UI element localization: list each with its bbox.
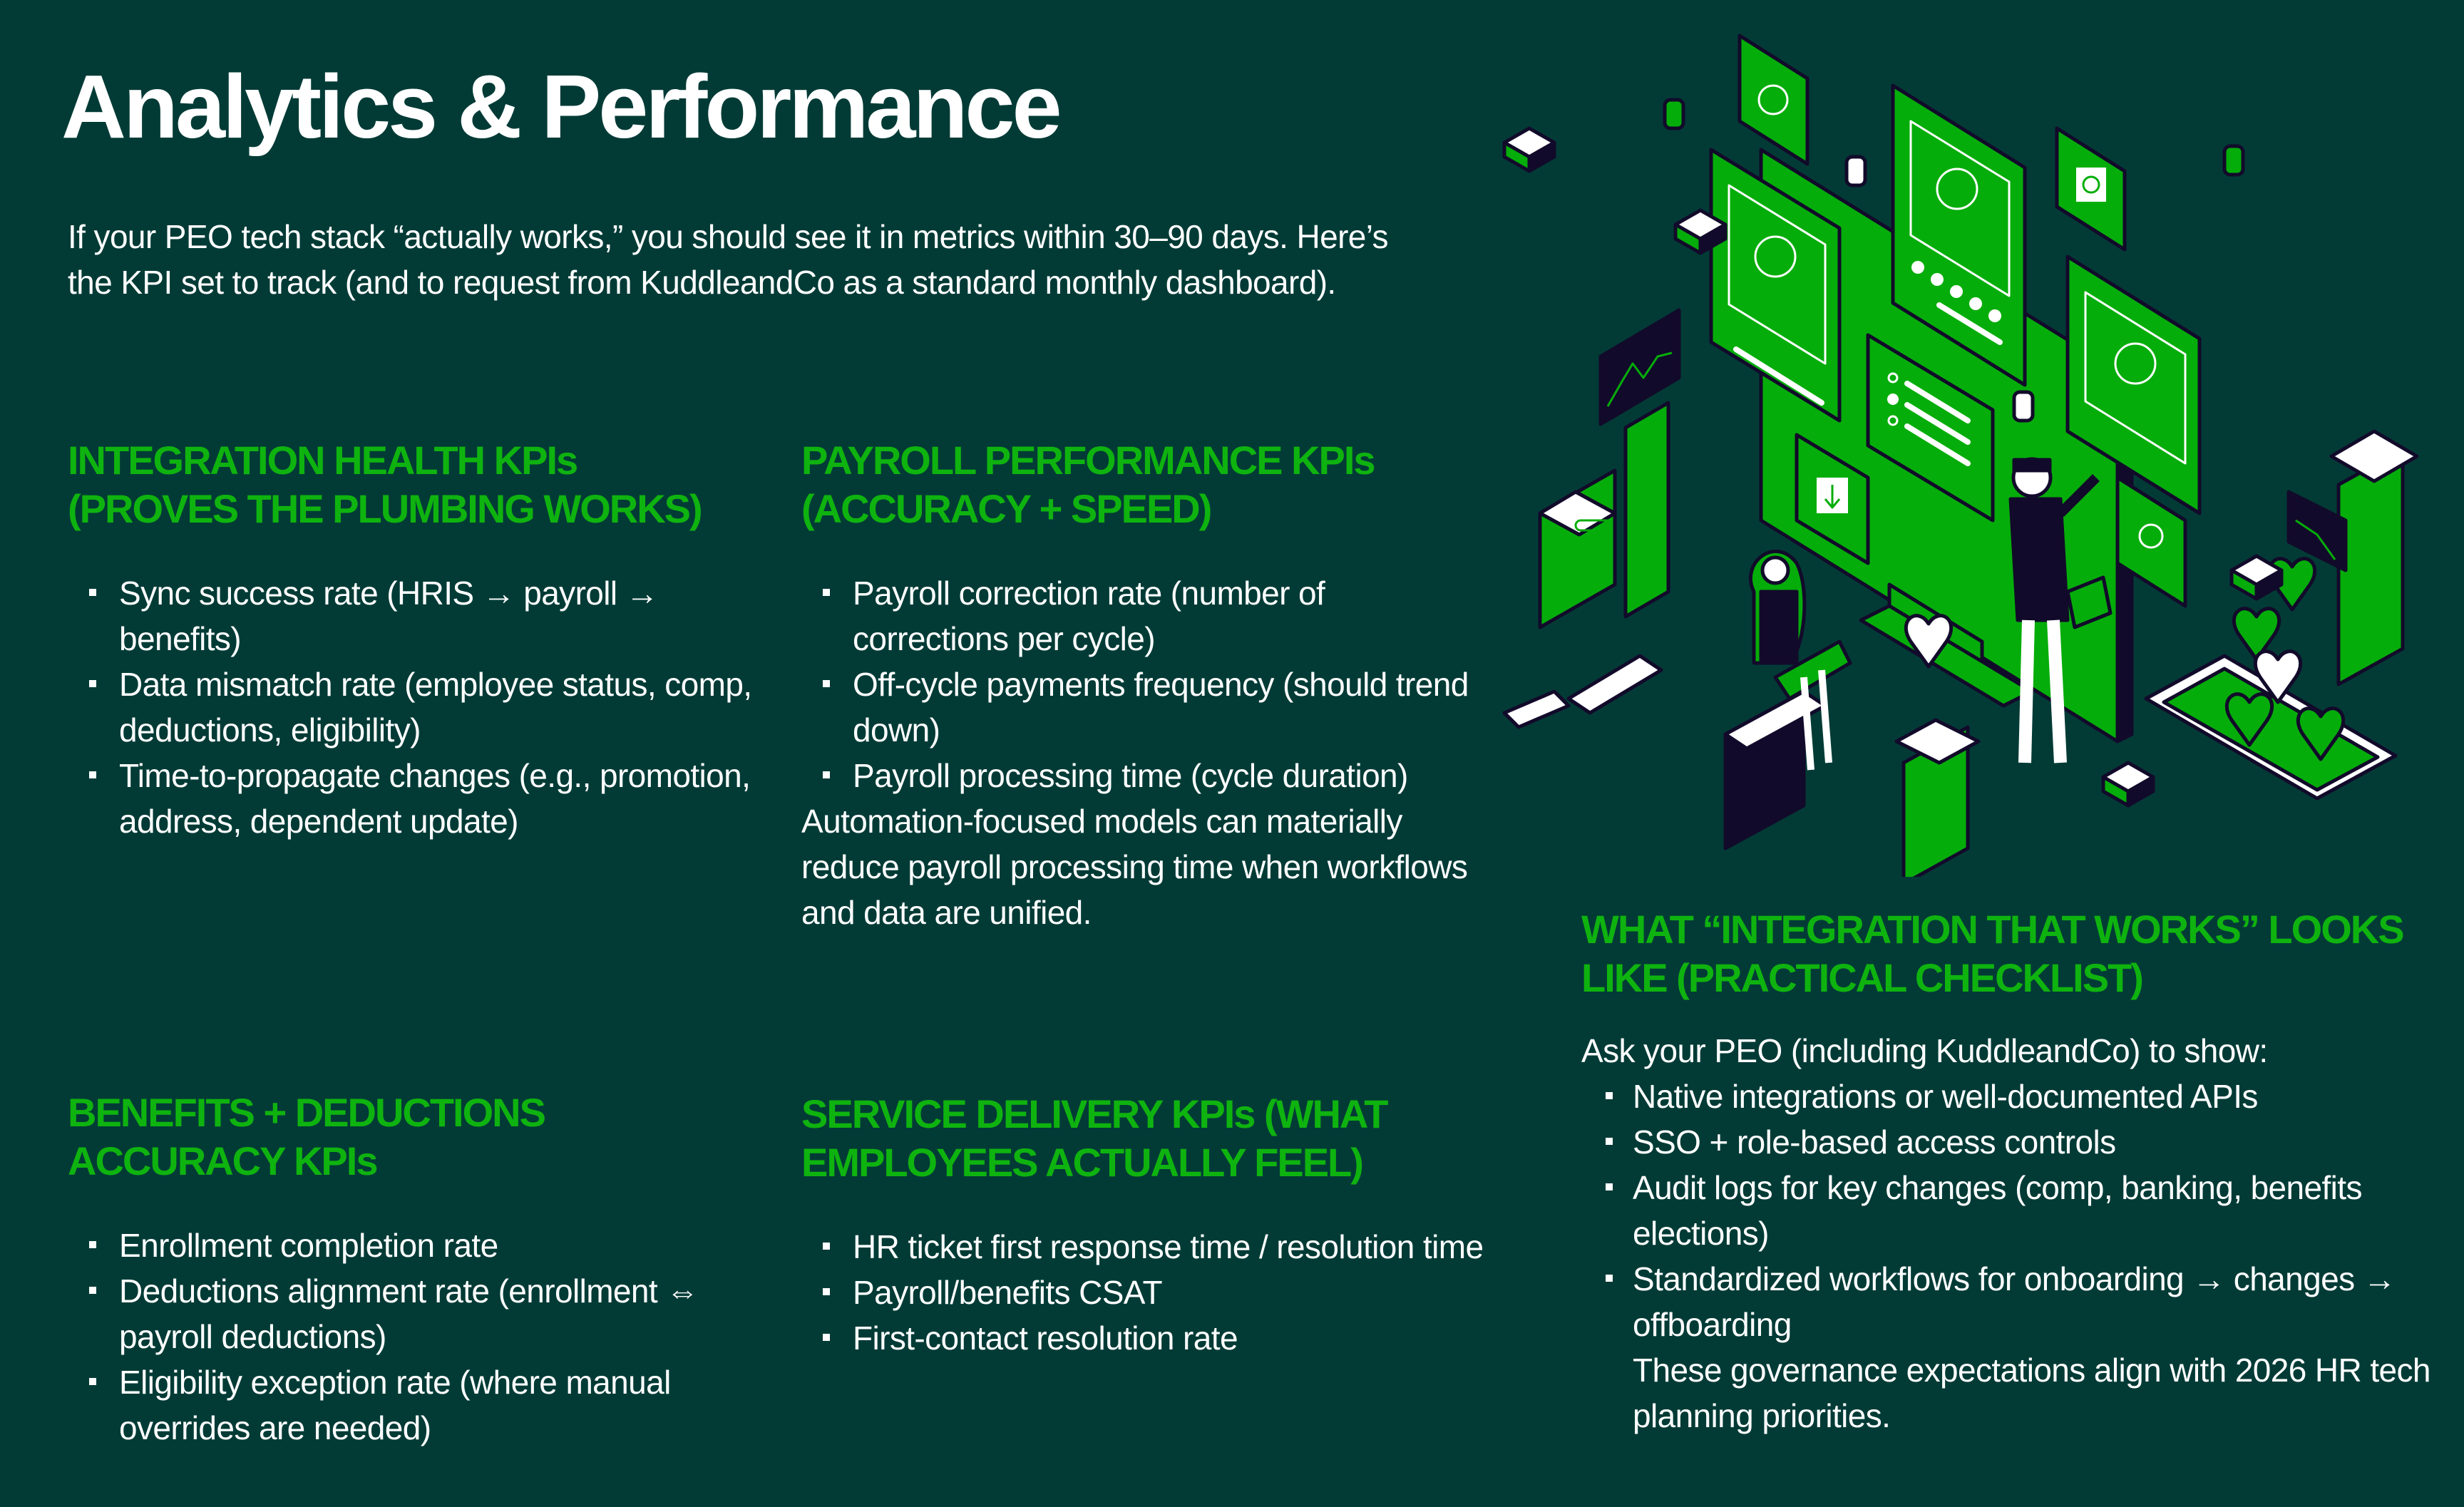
profile-card-right [2065, 254, 2202, 515]
kpi-list: HR ticket first response time / resoluti… [801, 1224, 1486, 1361]
checklist-lead: Ask your PEO (including KuddleandCo) to … [1581, 1032, 2268, 1069]
kpi-list: Enrollment completion rate Deductions al… [68, 1223, 752, 1451]
page-title: Analytics & Performance [61, 56, 1062, 157]
bullet-icon [89, 680, 96, 687]
woman-with-laptop [1723, 549, 1852, 850]
list-item: Payroll correction rate (number of corre… [801, 570, 1486, 662]
list-item: HR ticket first response time / resoluti… [801, 1224, 1486, 1270]
bullet-icon [823, 771, 830, 778]
kpi-list: Sync success rate (HRIS → payroll → bene… [68, 570, 752, 844]
list-item: Off-cycle payments frequency (should tre… [801, 662, 1486, 753]
list-item-text: Payroll processing time (cycle duration) [853, 757, 1408, 794]
list-item-text: Time-to-propagate changes (e.g., promoti… [119, 757, 751, 840]
section-heading: BENEFITS + DEDUCTIONS ACCURACY KPIs [68, 1090, 546, 1183]
floating-cubes [1502, 98, 2284, 808]
section-payroll-performance: PAYROLL PERFORMANCE KPIs (ACCURACY + SPE… [801, 436, 1486, 935]
list-item-text: Enrollment completion rate [119, 1227, 498, 1264]
bullet-icon [1606, 1092, 1613, 1099]
list-item: Time-to-propagate changes (e.g., promoti… [68, 753, 752, 844]
list-item-text: Deductions alignment rate (enrollment ⇔ … [119, 1272, 699, 1355]
list-item-text: Standardized workflows for onboarding → … [1633, 1260, 2396, 1343]
list-item-text: Off-cycle payments frequency (should tre… [853, 666, 1469, 749]
bullet-icon [823, 680, 830, 687]
list-item-text: Audit logs for key changes (comp, bankin… [1633, 1169, 2362, 1252]
list-item: Payroll/benefits CSAT [801, 1270, 1486, 1315]
checklist-tail: These governance expectations align with… [1633, 1352, 2431, 1434]
list-item-text: SSO + role-based access controls [1633, 1123, 2116, 1161]
list-item-text: Payroll/benefits CSAT [853, 1274, 1163, 1311]
kpi-list: Payroll correction rate (number of corre… [801, 570, 1486, 798]
bullet-icon [823, 1243, 830, 1250]
chat-card [2115, 475, 2187, 608]
bullet-icon [823, 1288, 830, 1295]
bullet-icon [89, 1378, 96, 1385]
list-item-text: First-contact resolution rate [853, 1320, 1238, 1357]
list-item: Standardized workflows for onboarding → … [1581, 1256, 2437, 1347]
list-item: Audit logs for key changes (comp, bankin… [1581, 1165, 2437, 1256]
list-item: Data mismatch rate (employee status, com… [68, 662, 752, 753]
server-rack-left [1538, 468, 1617, 629]
checklist-list: Native integrations or well-documented A… [1581, 1074, 2437, 1347]
section-heading: PAYROLL PERFORMANCE KPIs (ACCURACY + SPE… [801, 438, 1376, 531]
section-integration-checklist: WHAT “INTEGRATION THAT WORKS” LOOKS LIKE… [1581, 905, 2437, 1439]
section-heading: WHAT “INTEGRATION THAT WORKS” LOOKS LIKE… [1581, 907, 2405, 1000]
section-heading: INTEGRATION HEALTH KPIs (PROVES THE PLUM… [68, 438, 703, 531]
list-item-text: Data mismatch rate (employee status, com… [119, 666, 752, 749]
list-item: Native integrations or well-documented A… [1581, 1074, 2437, 1119]
bullet-icon [89, 771, 96, 778]
hr-dashboard-illustration [1502, 34, 2419, 877]
clock-card [2055, 126, 2127, 252]
list-item: Enrollment completion rate [68, 1223, 752, 1268]
list-item: Payroll processing time (cycle duration) [801, 753, 1486, 798]
list-item: SSO + role-based access controls [1581, 1119, 2437, 1165]
man-pointing [2008, 457, 2113, 763]
list-item-text: Eligibility exception rate (where manual… [119, 1364, 671, 1446]
section-benefits-deductions: BENEFITS + DEDUCTIONS ACCURACY KPIs Enro… [68, 1089, 752, 1451]
bullet-icon [89, 589, 96, 596]
list-item: Sync success rate (HRIS → payroll → bene… [68, 570, 752, 662]
profile-card-left [1709, 148, 1842, 423]
section-note: Automation-focused models can materially… [801, 803, 1468, 931]
list-item: Eligibility exception rate (where manual… [68, 1359, 752, 1451]
heart-icon [1904, 614, 1954, 669]
bullet-icon [89, 1287, 96, 1294]
list-item: First-contact resolution rate [801, 1315, 1486, 1361]
section-service-delivery: SERVICE DELIVERY KPIs (WHAT EMPLOYEES AC… [801, 1090, 1486, 1361]
bullet-icon [89, 1241, 96, 1248]
receipt-with-hand [1502, 654, 1663, 729]
section-integration-health: INTEGRATION HEALTH KPIs (PROVES THE PLUM… [68, 436, 752, 844]
bullet-icon [823, 1334, 830, 1341]
server-rack-bottom [1894, 718, 1981, 877]
list-item-text: HR ticket first response time / resoluti… [853, 1228, 1484, 1265]
intro-paragraph: If your PEO tech stack “actually works,”… [68, 218, 1389, 301]
analytics-chart-monitor [1598, 308, 1681, 619]
list-item: Deductions alignment rate (enrollment ⇔ … [68, 1268, 752, 1359]
profile-card-rating [1891, 83, 2027, 387]
download-card [1795, 433, 1870, 565]
rating-stars [1911, 261, 2001, 322]
bullet-icon [1606, 1275, 1613, 1282]
list-item-text: Native integrations or well-documented A… [1633, 1078, 2258, 1115]
server-rack-right [2286, 429, 2419, 686]
bullet-icon [1606, 1183, 1613, 1190]
list-item-text: Sync success rate (HRIS → payroll → bene… [119, 575, 659, 657]
section-heading: SERVICE DELIVERY KPIs (WHAT EMPLOYEES AC… [801, 1091, 1388, 1185]
list-item-text: Payroll correction rate (number of corre… [853, 575, 1325, 657]
pie-chart-card [1737, 34, 1809, 166]
bullet-icon [1606, 1138, 1613, 1145]
bullet-icon [823, 589, 830, 596]
list-panel [1866, 333, 1995, 523]
